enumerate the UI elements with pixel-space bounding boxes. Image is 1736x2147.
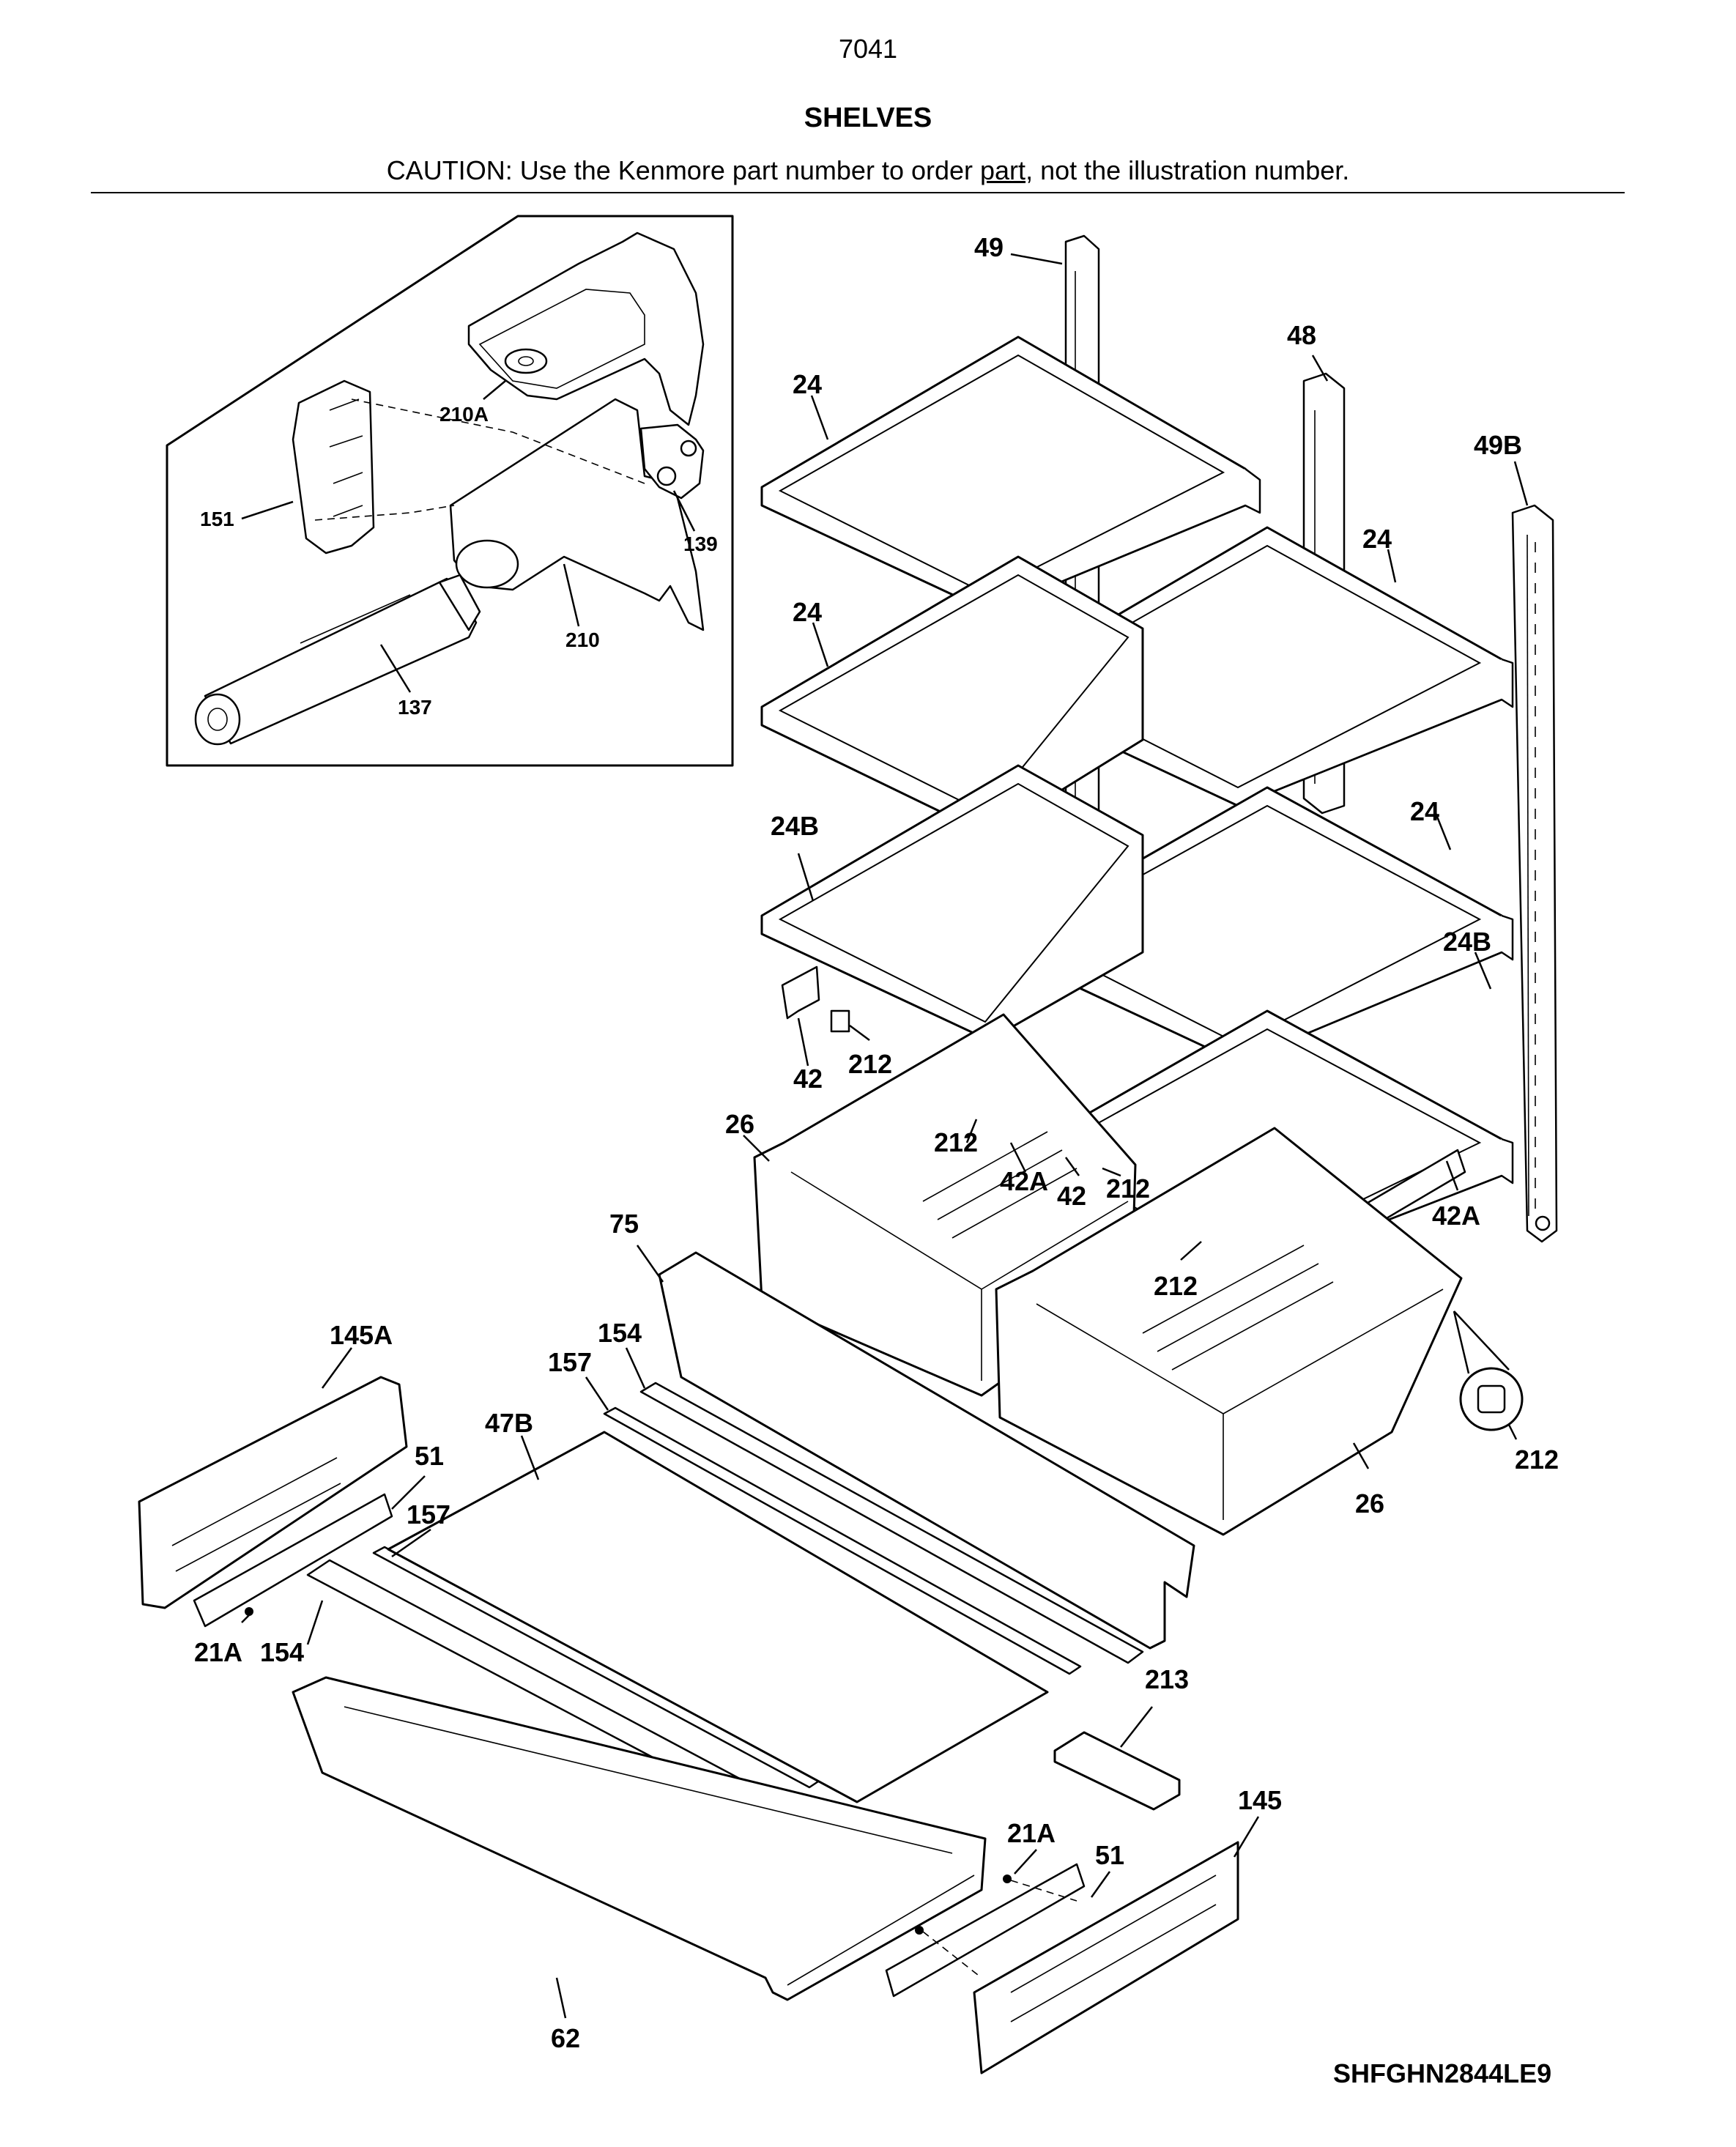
label-24b-left: 24B <box>771 811 819 841</box>
filter-cartridge <box>204 577 478 745</box>
label-139: 139 <box>683 533 718 555</box>
rail-49b <box>1511 504 1558 1243</box>
filter-cover <box>467 231 705 426</box>
seal-157-upper <box>603 1406 1082 1675</box>
label-47b: 47B <box>485 1408 533 1438</box>
label-24-top-right: 24 <box>1362 524 1392 554</box>
trim-154-upper <box>639 1382 1144 1664</box>
label-212-center-a: 212 <box>934 1127 978 1157</box>
leader-lines <box>241 253 1529 2019</box>
page-number: 7041 <box>838 34 898 64</box>
label-48: 48 <box>1287 320 1316 350</box>
front-cover-75 <box>658 1251 1195 1650</box>
label-210a: 210A <box>439 403 489 426</box>
label-26-right: 26 <box>1355 1488 1384 1519</box>
label-213: 213 <box>1145 1664 1189 1694</box>
model-number: SHFGHN2844LE9 <box>1333 2058 1552 2088</box>
label-24-mid-left: 24 <box>793 597 822 627</box>
clip-212-left <box>830 1009 850 1033</box>
pan-62 <box>292 1676 987 2001</box>
label-212-left: 212 <box>848 1049 892 1079</box>
label-212-center-b: 212 <box>1106 1173 1150 1204</box>
label-24-mid-right: 24 <box>1410 796 1439 826</box>
label-42a-center: 42A <box>1000 1166 1048 1196</box>
callout-labels: 49 48 49B 24 24 24 24 24B 24B 42 212 26 … <box>194 232 1559 2053</box>
damper-213 <box>1053 1731 1181 1811</box>
label-42-center: 42 <box>1057 1181 1086 1211</box>
header-rule <box>91 192 1625 193</box>
label-154-lower: 154 <box>260 1637 304 1667</box>
label-157-upper: 157 <box>548 1347 592 1377</box>
end-caps-and-slides <box>138 1376 1239 2074</box>
label-145a: 145A <box>330 1320 393 1350</box>
crisper-pans <box>753 1013 1463 1536</box>
support-42-left <box>781 965 820 1020</box>
label-21a-right: 21A <box>1007 1818 1056 1848</box>
label-212-detail: 212 <box>1515 1445 1559 1475</box>
label-24b-right: 24B <box>1443 927 1491 957</box>
label-51-left: 51 <box>415 1441 444 1471</box>
label-26-left: 26 <box>725 1109 754 1139</box>
label-151: 151 <box>200 508 234 530</box>
water-filter-inset: 210A 210 151 139 137 <box>166 215 734 767</box>
screw-21a-right <box>1003 1875 1012 1883</box>
label-62: 62 <box>551 2023 580 2053</box>
page-title: SHELVES <box>804 103 932 133</box>
label-145: 145 <box>1238 1785 1282 1815</box>
label-49: 49 <box>974 232 1004 262</box>
label-154-upper: 154 <box>598 1318 642 1348</box>
label-42a-right: 42A <box>1432 1201 1480 1231</box>
label-24-top-left: 24 <box>793 369 822 399</box>
label-210: 210 <box>565 628 600 651</box>
label-51-right: 51 <box>1095 1840 1124 1870</box>
caution-note: CAUTION: Use the Kenmore part number to … <box>0 155 1736 186</box>
filter-bracket <box>292 379 375 555</box>
label-212-right: 212 <box>1154 1271 1198 1301</box>
caution-text-suffix: , not the illustration number. <box>1025 155 1350 185</box>
label-42-left: 42 <box>793 1064 823 1094</box>
label-21a-left: 21A <box>194 1637 242 1667</box>
caution-text-prefix: CAUTION: Use the Kenmore part number to … <box>386 155 981 185</box>
pan-26-right <box>995 1127 1463 1536</box>
slide-51-right <box>885 1863 1086 1998</box>
screw-21a-left <box>245 1607 253 1616</box>
label-137: 137 <box>398 696 432 719</box>
caution-text-underlined: part <box>980 155 1026 185</box>
slide-51-left <box>193 1493 393 1628</box>
label-75: 75 <box>609 1209 639 1239</box>
glass-cover-47b <box>387 1431 1049 1803</box>
label-157-lower: 157 <box>407 1499 450 1529</box>
label-49b: 49B <box>1474 430 1522 460</box>
